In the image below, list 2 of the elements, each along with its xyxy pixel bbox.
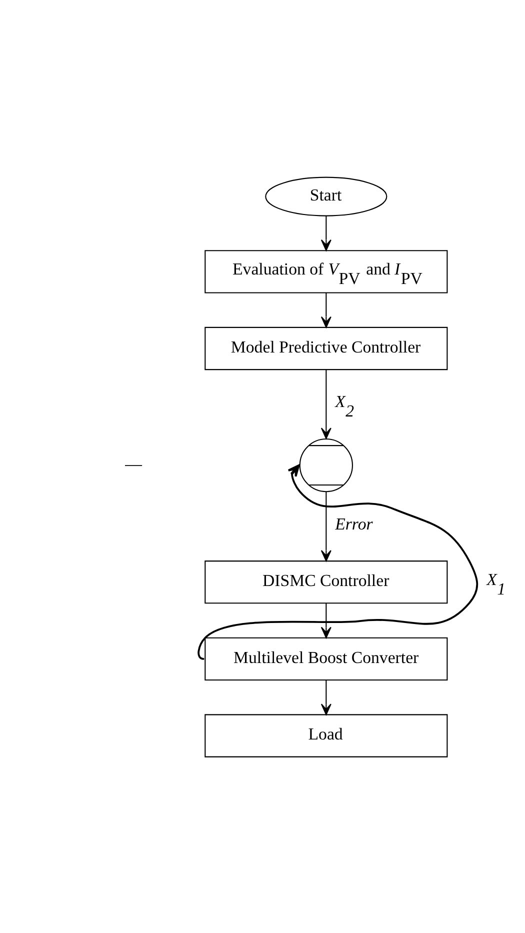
label: — bbox=[125, 454, 142, 473]
edge-label: Error bbox=[335, 514, 373, 533]
